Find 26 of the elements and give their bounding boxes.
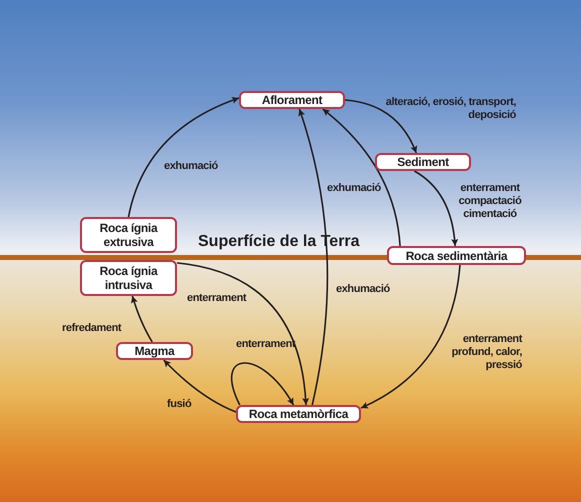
edge-label: exhumació (327, 182, 382, 195)
arrow (414, 170, 458, 246)
arrow (322, 108, 401, 246)
edge-label: refredament (62, 322, 122, 335)
rock-stage-box: Roca sedimentària (387, 246, 526, 265)
arrow (298, 108, 328, 406)
arrow (176, 262, 309, 406)
edge-label: enterrament (187, 292, 248, 305)
rock-stage-box: Magma (116, 342, 193, 360)
arrow (344, 99, 418, 154)
rock-stage-box: Sediment (375, 153, 471, 171)
edge-label: exhumació (164, 160, 219, 173)
edge-label: exhumació (336, 283, 391, 296)
arrow (128, 97, 240, 218)
arrow (360, 264, 461, 409)
edge-label: enterrament profund, calor, pressió (450, 333, 522, 372)
edge-label: alteració, erosió, transport, deposició (384, 96, 516, 122)
rock-stage-box: Roca ígnia extrusiva (80, 217, 177, 253)
edge-label: fusió (167, 398, 192, 411)
arrow (131, 296, 153, 342)
rock-stage-box: Roca metamòrfica (236, 405, 361, 423)
rock-stage-box: Aflorament (239, 91, 345, 109)
arrow (231, 362, 294, 406)
arrow (163, 359, 236, 413)
edge-label: enterrament compactació cimentació (458, 182, 522, 221)
rock-stage-box: Roca ígnia intrusiva (80, 260, 177, 296)
